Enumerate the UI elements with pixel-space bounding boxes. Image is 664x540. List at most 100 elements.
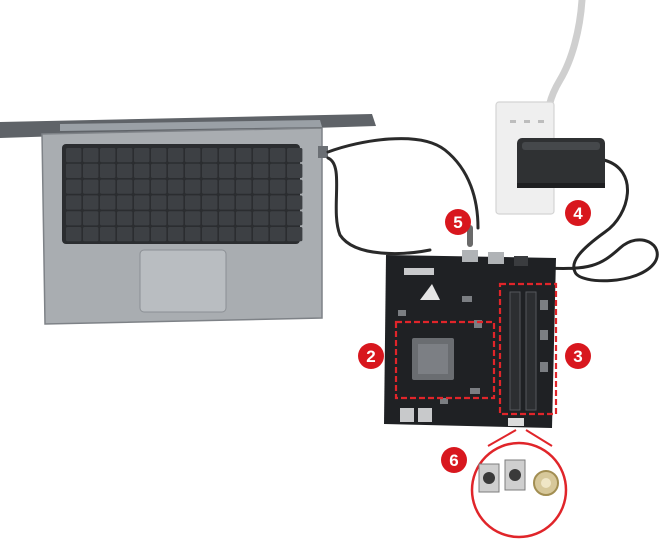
keyboard-key: [202, 227, 218, 242]
keyboard-key: [270, 148, 286, 163]
badge-2: 2: [358, 343, 384, 369]
keyboard-key: [219, 211, 235, 226]
keyboard-key: [100, 227, 116, 242]
keyboard-key: [287, 148, 303, 163]
keyboard-key: [253, 195, 269, 210]
keyboard-key: [270, 211, 286, 226]
keyboard-key: [66, 179, 82, 194]
power-adapter: [517, 138, 605, 188]
keyboard-key: [168, 227, 184, 242]
keyboard-key: [168, 195, 184, 210]
dev-board: [384, 250, 556, 428]
keyboard-key: [287, 163, 303, 178]
badge-4: 4: [565, 200, 591, 226]
keyboard-key: [83, 179, 99, 194]
keyboard-key: [253, 179, 269, 194]
keyboard-key: [117, 211, 133, 226]
keyboard-key: [253, 148, 269, 163]
keyboard-key: [100, 211, 116, 226]
keyboard-key: [134, 211, 150, 226]
keyboard-key: [219, 227, 235, 242]
keyboard-key: [253, 211, 269, 226]
keyboard-key: [270, 179, 286, 194]
keyboard-key: [66, 227, 82, 242]
keyboard-key: [134, 195, 150, 210]
svg-text:3: 3: [573, 347, 582, 366]
keyboard-key: [236, 148, 252, 163]
keyboard-key: [287, 179, 303, 194]
keyboard-key: [202, 211, 218, 226]
highlight-ram-slots: [498, 282, 558, 416]
svg-text:2: 2: [366, 347, 375, 366]
keyboard-key: [270, 163, 286, 178]
keyboard-key: [117, 148, 133, 163]
keyboard-keys: [66, 148, 303, 242]
usb-cable: [326, 137, 480, 256]
keyboard-key: [185, 195, 201, 210]
keyboard-key: [100, 148, 116, 163]
keyboard-key: [219, 148, 235, 163]
keyboard-key: [117, 179, 133, 194]
keyboard-key: [202, 179, 218, 194]
keyboard-key: [185, 179, 201, 194]
keyboard-key: [151, 148, 167, 163]
keyboard-key: [83, 163, 99, 178]
keyboard-key: [202, 195, 218, 210]
keyboard-key: [253, 163, 269, 178]
keyboard-key: [236, 211, 252, 226]
keyboard-key: [219, 195, 235, 210]
keyboard-key: [236, 227, 252, 242]
keyboard-key: [270, 227, 286, 242]
keyboard-key: [168, 211, 184, 226]
keyboard-key: [185, 148, 201, 163]
keyboard-key: [219, 163, 235, 178]
keyboard-key: [151, 211, 167, 226]
keyboard-key: [185, 163, 201, 178]
keyboard-key: [168, 163, 184, 178]
keyboard-key: [83, 211, 99, 226]
svg-text:6: 6: [449, 451, 458, 470]
keyboard-key: [100, 179, 116, 194]
keyboard-key: [219, 179, 235, 194]
keyboard-key: [236, 195, 252, 210]
keyboard-key: [66, 148, 82, 163]
keyboard-key: [202, 163, 218, 178]
keyboard-key: [66, 195, 82, 210]
keyboard-key: [185, 227, 201, 242]
badge-6: 6: [441, 447, 467, 473]
keyboard-key: [168, 179, 184, 194]
keyboard-key: [151, 195, 167, 210]
keyboard-key: [83, 227, 99, 242]
keyboard-key: [117, 195, 133, 210]
keyboard-key: [134, 148, 150, 163]
button-magnifier: [470, 429, 568, 539]
highlight-soc-area: [394, 320, 496, 400]
keyboard-key: [151, 227, 167, 242]
keyboard-key: [202, 148, 218, 163]
keyboard-key: [100, 163, 116, 178]
keyboard-key: [134, 179, 150, 194]
svg-text:5: 5: [453, 213, 462, 232]
keyboard-key: [168, 148, 184, 163]
keyboard-key: [117, 227, 133, 242]
keyboard-key: [83, 148, 99, 163]
keyboard-key: [134, 163, 150, 178]
laptop-touchpad: [139, 249, 227, 313]
keyboard-key: [287, 211, 303, 226]
keyboard-key: [117, 163, 133, 178]
laptop: [0, 114, 376, 325]
keyboard-key: [185, 211, 201, 226]
svg-text:4: 4: [573, 204, 583, 223]
keyboard-key: [83, 195, 99, 210]
keyboard-key: [100, 195, 116, 210]
keyboard-key: [134, 227, 150, 242]
keyboard-key: [151, 163, 167, 178]
keyboard-key: [253, 227, 269, 242]
badge-5: 5: [445, 209, 471, 235]
keyboard-key: [66, 163, 82, 178]
badge-3: 3: [565, 343, 591, 369]
keyboard-key: [236, 163, 252, 178]
keyboard-key: [287, 195, 303, 210]
keyboard-key: [66, 211, 82, 226]
